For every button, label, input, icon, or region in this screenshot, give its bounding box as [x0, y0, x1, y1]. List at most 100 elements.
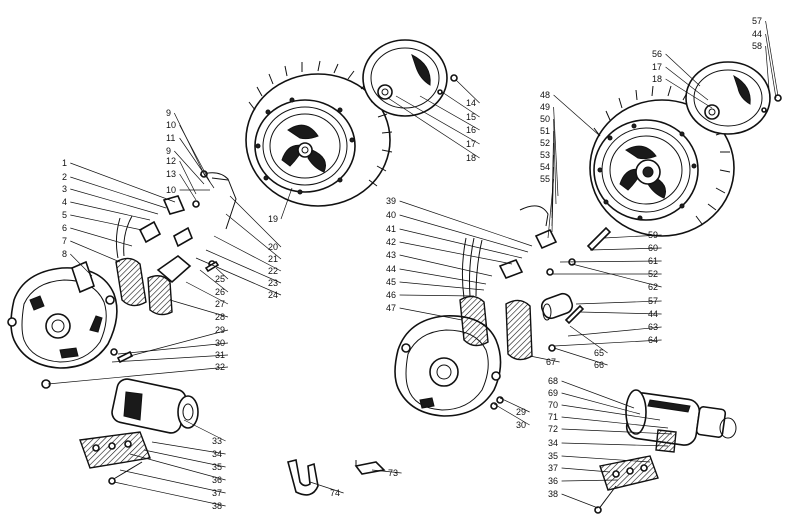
- leader-line: [225, 213, 282, 260]
- leader-line: [395, 95, 480, 145]
- part-number-label: 4: [62, 197, 67, 207]
- part-number-label: 67: [546, 357, 556, 367]
- part-number-label: 73: [388, 468, 398, 478]
- leader-line: [195, 257, 282, 296]
- leader-line: [229, 195, 282, 248]
- part-number-label: 55: [540, 174, 550, 184]
- part-number-label: 44: [648, 309, 658, 319]
- labels-bottom: 73 74: [309, 468, 402, 498]
- leader-line: [399, 281, 485, 291]
- leader-line: [185, 281, 229, 305]
- leader-line: [70, 176, 167, 209]
- part-number-label: 16: [466, 125, 476, 135]
- leader-line: [399, 214, 529, 253]
- part-number-label: 41: [386, 224, 396, 234]
- part-number-label: 50: [540, 114, 550, 124]
- leader-line: [399, 268, 487, 285]
- leader-line: [215, 267, 229, 280]
- part-number-label: 14: [466, 98, 476, 108]
- part-number-label: 53: [540, 150, 550, 160]
- part-number-label: 48: [540, 90, 550, 100]
- leader-line: [499, 397, 530, 413]
- leader-line: [213, 235, 282, 272]
- leader-line: [665, 78, 713, 109]
- part-number-label: 64: [648, 335, 658, 345]
- washers-screws-left: [41, 260, 220, 389]
- leader-line: [179, 137, 215, 189]
- part-number-label: 57: [752, 16, 762, 26]
- leader-line: [70, 201, 151, 221]
- part-number-label: 37: [212, 488, 222, 498]
- part-number-label: 2: [62, 172, 67, 182]
- part-number-label: 17: [466, 139, 476, 149]
- leader-line: [70, 188, 159, 215]
- leader-line: [419, 95, 480, 131]
- part-number-label: 20: [268, 242, 278, 252]
- leader-line: [169, 299, 229, 318]
- leader-line: [553, 106, 559, 197]
- leader-line: [765, 45, 771, 103]
- part-number-label: 32: [215, 362, 225, 372]
- leader-line: [765, 20, 779, 97]
- part-number-label: 17: [652, 62, 662, 72]
- part-number-label: 36: [212, 475, 222, 485]
- part-number-label: 42: [386, 237, 396, 247]
- part-number-label: 43: [386, 250, 396, 260]
- part-number-label: 31: [215, 350, 225, 360]
- leader-line: [665, 66, 709, 101]
- ignition-coil-left-2: [147, 275, 173, 316]
- part-number-label: 47: [386, 303, 396, 313]
- leader-line: [561, 455, 651, 463]
- leader-line: [179, 124, 211, 183]
- part-number-label: 18: [652, 74, 662, 84]
- part-number-label: 34: [548, 438, 558, 448]
- part-number-label: 60: [648, 243, 658, 253]
- leader-line: [129, 453, 226, 481]
- part-number-label: 9: [166, 108, 171, 118]
- leader-line: [387, 97, 480, 159]
- leader-line: [399, 307, 463, 321]
- leader-line: [70, 253, 93, 277]
- part-number-label: 36: [548, 476, 558, 486]
- clip-bracket-73: [354, 460, 386, 475]
- cover-plate-right: [685, 61, 782, 135]
- clip-bracket-74: [287, 459, 319, 496]
- leader-line: [371, 469, 402, 474]
- labels-right: 3940414243444546474849505152535455561718…: [386, 16, 779, 509]
- part-number-label: 35: [212, 462, 222, 472]
- part-number-label: 62: [648, 282, 658, 292]
- part-number-label: 29: [516, 407, 526, 417]
- leader-line: [113, 481, 226, 507]
- leader-line: [575, 300, 662, 305]
- part-number-label: 29: [215, 325, 225, 335]
- part-number-label: 74: [330, 488, 340, 498]
- part-number-label: 1: [62, 158, 67, 168]
- part-number-label: 10: [166, 185, 176, 195]
- part-number-label: 44: [752, 29, 762, 39]
- leader-line: [553, 347, 608, 366]
- part-number-label: 34: [212, 449, 222, 459]
- part-number-label: 35: [548, 451, 558, 461]
- part-number-label: 24: [268, 290, 278, 300]
- leader-line: [117, 342, 229, 355]
- ignition-coil-right-1: [459, 237, 489, 347]
- contact-breaker-left: [71, 195, 194, 294]
- terminal-block-left: [79, 431, 151, 485]
- leader-line: [179, 160, 197, 195]
- leader-line: [183, 419, 226, 442]
- stator-plate-left: [7, 267, 118, 369]
- part-number-label: 52: [540, 138, 550, 148]
- part-number-label: 54: [540, 162, 550, 172]
- leader-line: [129, 329, 229, 357]
- leader-line: [561, 404, 661, 421]
- leader-line: [553, 118, 557, 205]
- leader-line: [70, 214, 143, 231]
- leader-line: [179, 173, 197, 201]
- part-number-label: 44: [386, 264, 396, 274]
- part-number-label: 23: [268, 278, 278, 288]
- leader-line: [571, 263, 662, 288]
- part-number-label: 40: [386, 210, 396, 220]
- part-number-label: 51: [540, 126, 550, 136]
- leader-line: [399, 254, 493, 277]
